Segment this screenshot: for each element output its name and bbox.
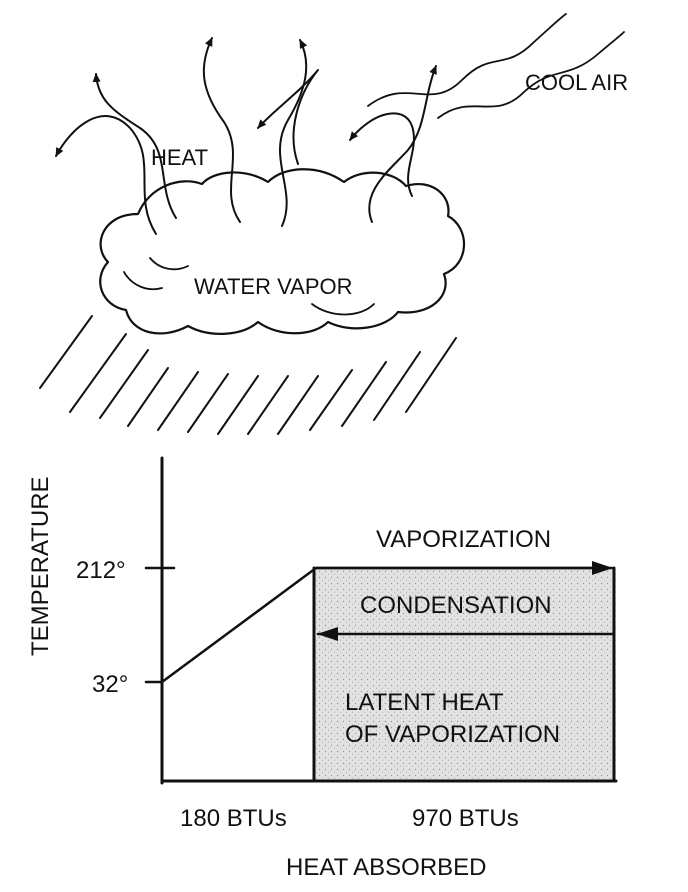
cool-air-lines — [367, 13, 625, 119]
cloud-inner-curls — [123, 257, 375, 316]
latent-heat-label-line-1: LATENT HEAT — [345, 689, 504, 716]
vaporization-label: VAPORIZATION — [376, 526, 551, 553]
segment-180-btu-label: 180 BTUs — [180, 805, 287, 832]
tick-212-label: 212° — [76, 557, 126, 584]
ground-hatching — [39, 315, 457, 435]
segment-970-btu-label: 970 BTUs — [412, 805, 519, 832]
x-axis-title: HEAT ABSORBED — [286, 854, 487, 881]
water-vapor-label: WATER VAPOR — [194, 274, 353, 299]
heat-arrows — [55, 37, 437, 235]
latent-heat-region — [314, 568, 614, 781]
condensation-label: CONDENSATION — [360, 592, 552, 619]
cool-air-label: COOL AIR — [525, 70, 628, 95]
tick-32-label: 32° — [92, 671, 128, 698]
vapor-cloud — [99, 168, 466, 335]
heat-label: HEAT — [151, 145, 208, 170]
latent-heat-label-line-2: OF VAPORIZATION — [345, 721, 560, 748]
y-axis-title: TEMPERATURE — [27, 476, 54, 656]
evaporation-illustration: COOL AIR HEAT WATER VAPOR — [39, 13, 628, 435]
latent-heat-graph: VAPORIZATION CONDENSATION LATENT HEAT OF… — [27, 456, 618, 881]
